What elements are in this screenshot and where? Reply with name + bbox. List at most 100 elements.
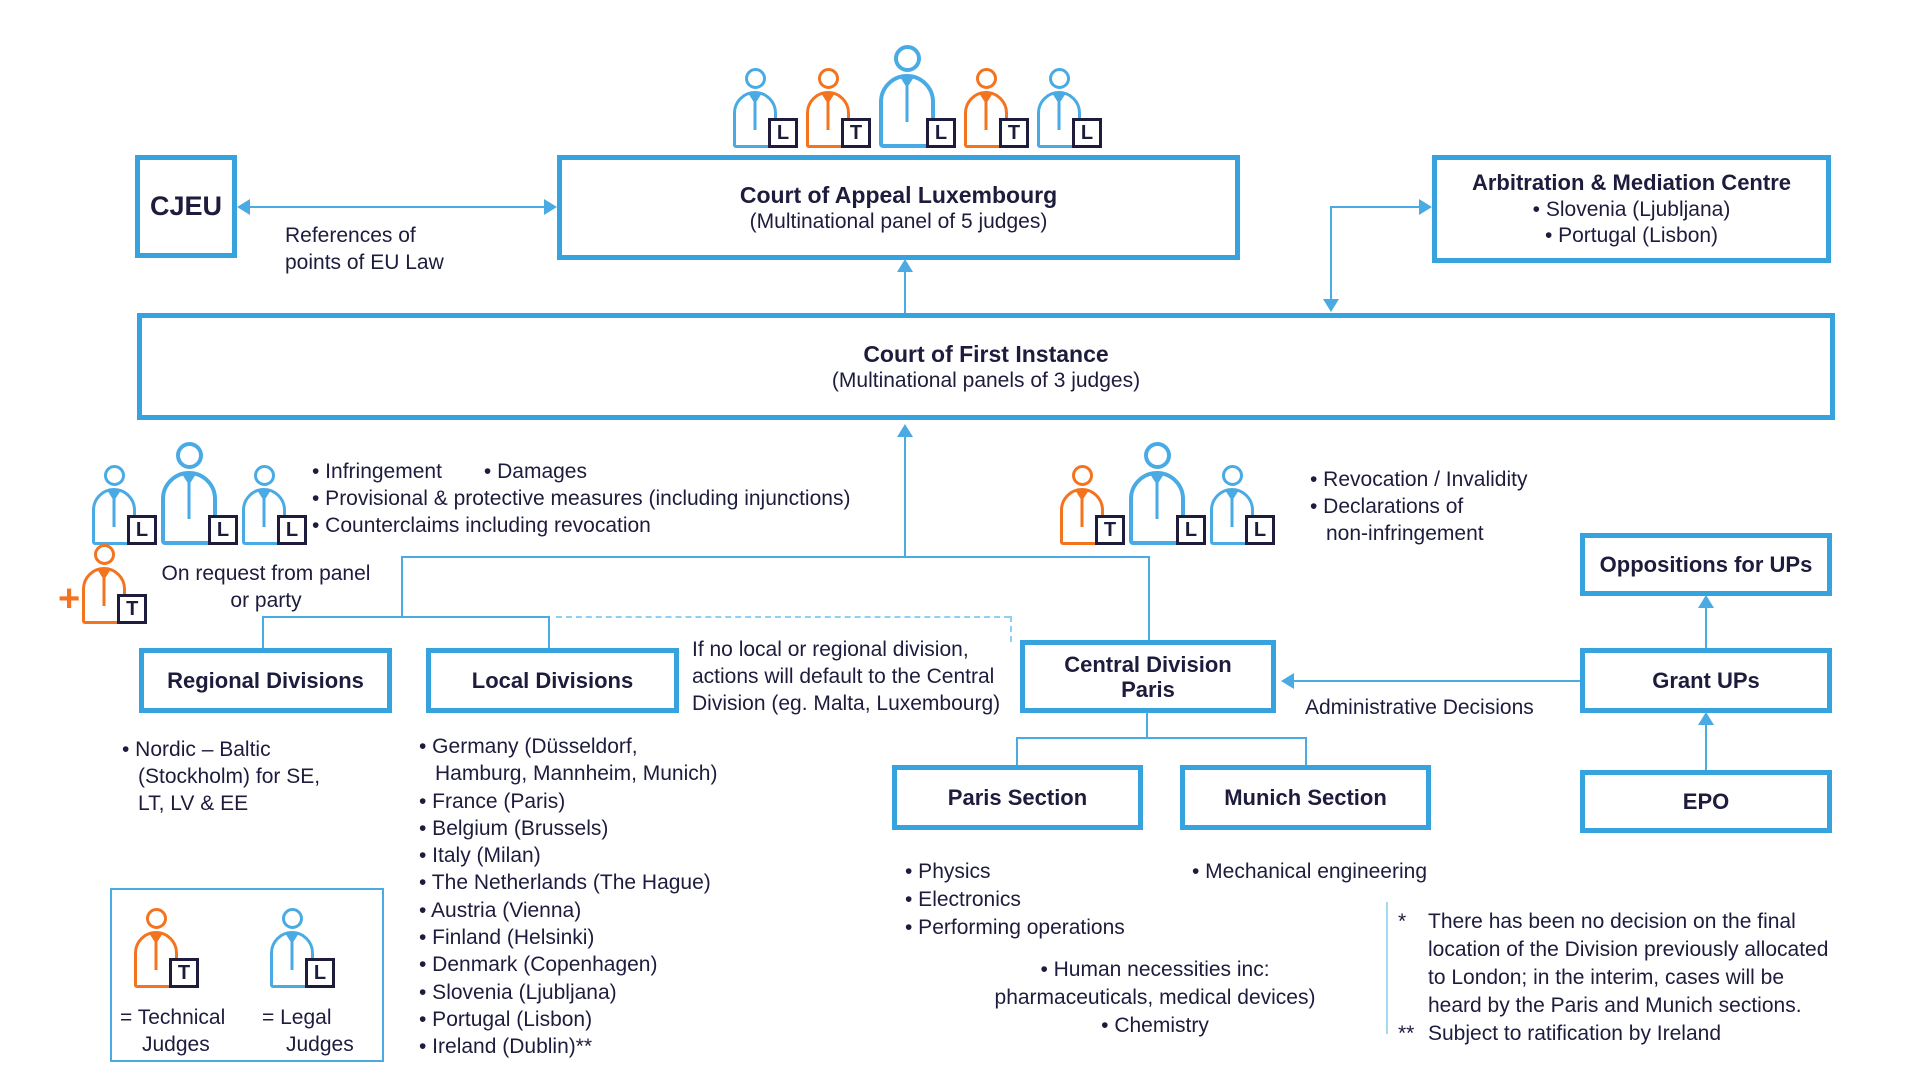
person-icon xyxy=(879,45,935,148)
central-division-competences: • Human necessities inc: pharmaceuticals… xyxy=(980,956,1330,1040)
central-division-title: Central Division xyxy=(1064,651,1232,677)
judge-body xyxy=(879,74,935,148)
footnote-1-line3: to London; in the interim, cases will be xyxy=(1428,966,1785,989)
local-item-ireland: • Ireland (Dublin)** xyxy=(419,1035,593,1059)
epo-box: EPO xyxy=(1580,770,1832,833)
on-request-label: On request from panel or party xyxy=(160,560,372,614)
central-division-box: Central Division Paris xyxy=(1020,640,1276,713)
legend-technical-line2: Judges xyxy=(142,1033,210,1056)
judge-letter-badge: T xyxy=(169,958,199,988)
legend-legal-line2: Judges xyxy=(286,1033,354,1056)
judge-letter-badge: T xyxy=(999,118,1029,148)
oppositions-for-ups-box: Oppositions for UPs xyxy=(1580,533,1832,596)
footnote-1-row1: * There has been no decision on the fina… xyxy=(1398,908,1828,936)
footnote-divider-rule xyxy=(1386,902,1388,1034)
technical-judge-icon: T xyxy=(1060,465,1125,545)
legend-technical-judge: T xyxy=(134,906,199,988)
judge-head xyxy=(975,68,997,89)
judge-head xyxy=(744,68,766,89)
munich-section-box: Munich Section xyxy=(1180,765,1431,830)
bullet-damages: • Damages xyxy=(483,460,587,483)
cfi-to-appeal-line xyxy=(904,270,906,314)
regional-divisions-title: Regional Divisions xyxy=(167,667,364,693)
grant-to-oppositions-line xyxy=(1705,607,1707,648)
local-item-slovenia: • Slovenia (Ljubljana) xyxy=(419,980,617,1004)
bullet-declarations-cont: non-infringement xyxy=(1326,522,1484,545)
central-subtree-hline xyxy=(1016,737,1306,739)
judge-head xyxy=(893,45,921,72)
legal-judge-icon: L xyxy=(92,465,157,545)
legend-legal-judge: L xyxy=(270,906,335,988)
arrowhead-into-grant-ups xyxy=(1698,712,1714,725)
legal-judge-icon: L xyxy=(242,465,307,545)
cfi-right-judges: T L L xyxy=(1060,442,1275,545)
local-item-finland: • Finland (Helsinki) xyxy=(419,926,595,950)
judge-letter-badge: L xyxy=(1072,118,1102,148)
local-divisions-list: • Germany (Düsseldorf, Hamburg, Mannheim… xyxy=(419,733,769,1061)
munich-section-stub xyxy=(1305,737,1307,765)
technical-judge-icon: T xyxy=(964,68,1029,148)
arbitration-title: Arbitration & Mediation Centre xyxy=(1471,170,1791,195)
technical-judge-icon: T xyxy=(134,908,199,988)
judge-letter-badge: T xyxy=(117,594,148,624)
person-icon xyxy=(161,442,217,545)
local-item-italy: • Italy (Milan) xyxy=(419,844,541,868)
divisions-trunk-hline xyxy=(401,556,1150,558)
appeal-panel-judges: L T L T L xyxy=(733,42,1102,148)
grant-ups-title: Grant UPs xyxy=(1652,667,1760,693)
footnote-1-line4: heard by the Paris and Munich sections. xyxy=(1428,994,1802,1017)
judge-letter-badge: L xyxy=(208,515,238,545)
judge-letter-badge: L xyxy=(768,118,798,148)
local-item-germany-cont: Hamburg, Mannheim, Munich) xyxy=(435,762,718,786)
court-of-appeal-subtitle: (Multinational panel of 5 judges) xyxy=(749,209,1048,233)
footnote-2-line: Subject to ratification by Ireland xyxy=(1428,1022,1721,1045)
grant-ups-box: Grant UPs xyxy=(1580,648,1832,713)
references-label-line2: points of EU Law xyxy=(285,251,444,274)
paris-section-box: Paris Section xyxy=(892,765,1143,830)
if-no-local-line3: Division (eg. Malta, Luxembourg) xyxy=(692,692,1001,715)
local-divisions-title: Local Divisions xyxy=(471,667,634,693)
central-subtree-riser xyxy=(1146,712,1148,738)
local-item-netherlands: • The Netherlands (The Hague) xyxy=(419,871,711,895)
regional-note-line3: LT, LV & EE xyxy=(138,792,249,815)
cfi-left-judges: L L L xyxy=(92,442,307,545)
footnote-2-marker: ** xyxy=(1398,1022,1415,1045)
central-bullet-pharma: pharmaceuticals, medical devices) xyxy=(994,986,1316,1009)
bullet-provisional-measures: • Provisional & protective measures (inc… xyxy=(312,487,851,510)
default-to-central-dashed-hline xyxy=(556,616,1010,618)
judge-head xyxy=(175,442,203,469)
bullet-counterclaims: • Counterclaims including revocation xyxy=(312,514,651,537)
arbitration-mediation-box: Arbitration & Mediation Centre • Sloveni… xyxy=(1432,155,1831,263)
central-division-subtitle: Paris xyxy=(1121,676,1175,702)
epo-title: EPO xyxy=(1682,788,1730,814)
judge-letter-badge: L xyxy=(305,958,335,988)
presiding-legal-judge-icon: L xyxy=(879,45,956,148)
judge-head xyxy=(1221,465,1243,486)
references-label-line1: References of xyxy=(285,224,416,247)
default-to-central-dashed-vline xyxy=(1010,616,1012,642)
judge-head xyxy=(1143,442,1171,469)
on-request-line1: On request from panel xyxy=(161,562,371,585)
paris-section-title: Paris Section xyxy=(947,784,1088,810)
judges-legend-box: T = Technical Judges L = Legal Judges xyxy=(110,888,384,1062)
court-of-first-instance-box: Court of First Instance (Multinational p… xyxy=(137,313,1835,420)
person-icon xyxy=(270,908,314,988)
arrowhead-into-central-division xyxy=(1281,673,1294,689)
local-stub xyxy=(548,616,550,648)
plus-sign: + xyxy=(58,578,81,620)
judge-head xyxy=(145,908,167,929)
central-bullet-chemistry: • Chemistry xyxy=(1101,1014,1209,1037)
judge-letter-badge: T xyxy=(841,118,871,148)
judge-head xyxy=(1071,465,1093,486)
judge-head xyxy=(1048,68,1070,89)
arrowhead-into-oppositions xyxy=(1698,595,1714,608)
judge-letter-badge: L xyxy=(277,515,307,545)
arrowhead-into-court-of-appeal xyxy=(544,199,557,215)
arrowhead-into-cjeu xyxy=(237,199,250,215)
footnote-1-line2: location of the Division previously allo… xyxy=(1428,938,1829,961)
footnote-1-line1: There has been no decision on the final xyxy=(1428,910,1796,933)
regional-note-line1: • Nordic – Baltic xyxy=(122,738,271,761)
arrowhead-into-arbitration xyxy=(1419,199,1432,215)
local-item-belgium: • Belgium (Brussels) xyxy=(419,816,609,840)
local-item-france: • France (Paris) xyxy=(419,789,566,813)
